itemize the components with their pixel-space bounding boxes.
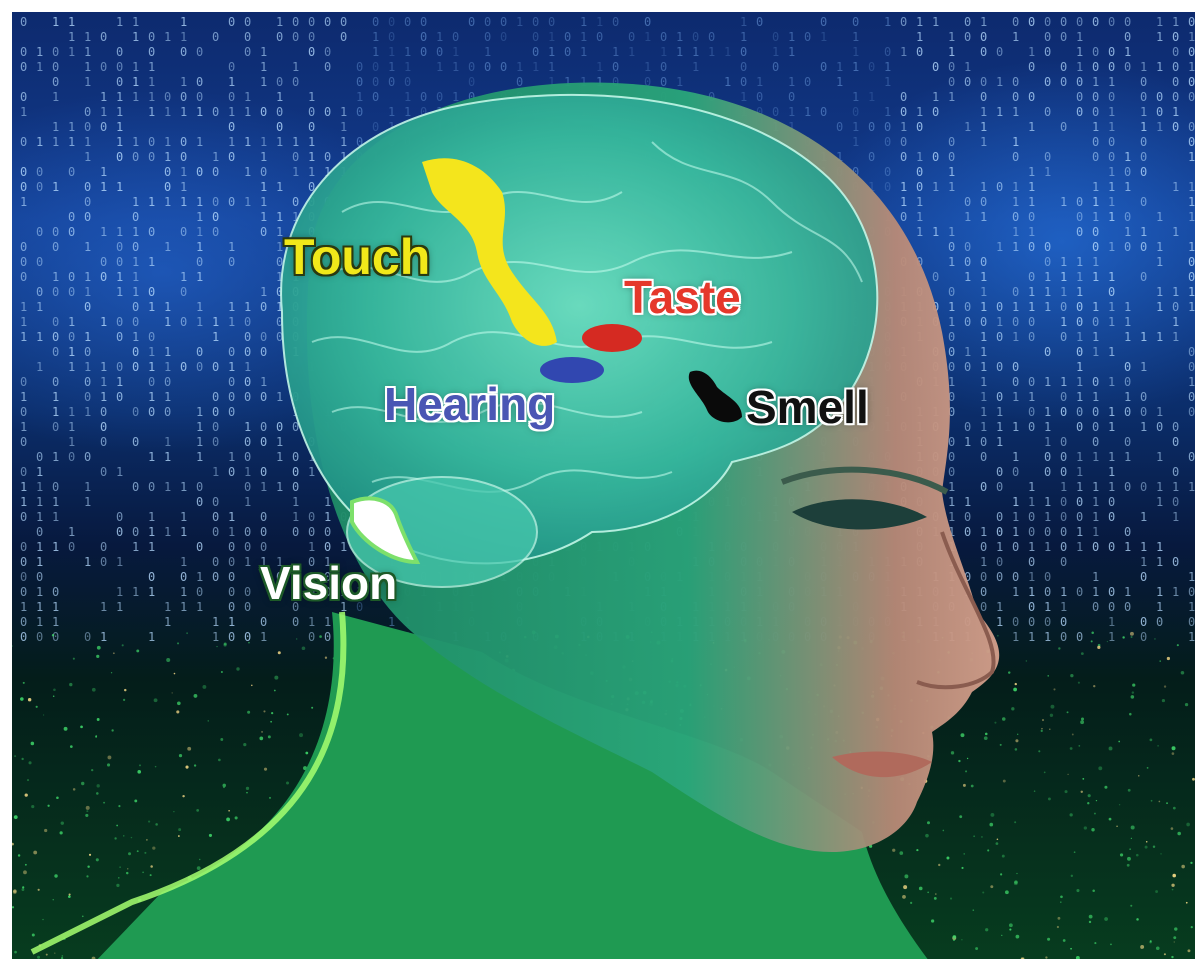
taste-region — [582, 324, 642, 352]
hearing-label: Hearing — [384, 381, 555, 427]
brain-senses-illustration: 0000100010001110101001100000100111000001… — [12, 12, 1201, 965]
vision-label: Vision — [260, 560, 397, 606]
touch-label: Touch — [284, 232, 430, 282]
head-illustration — [12, 12, 1201, 965]
smell-label: Smell — [746, 384, 869, 430]
taste-label: Taste — [624, 274, 741, 320]
